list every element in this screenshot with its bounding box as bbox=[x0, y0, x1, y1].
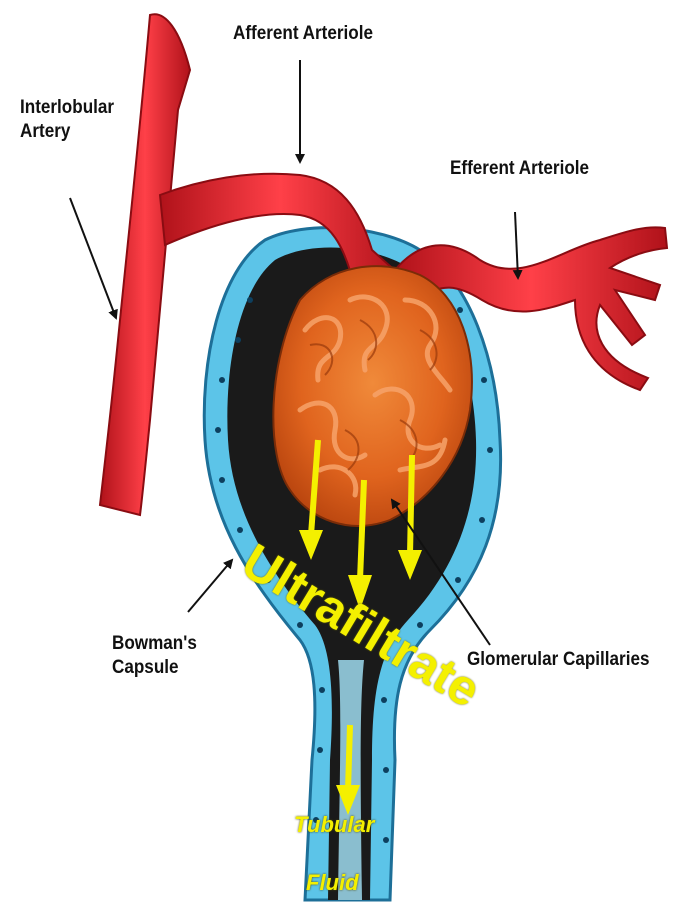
interlobular-artery-label: Interlobular Artery bbox=[20, 96, 114, 144]
interlobular-pointer bbox=[70, 198, 116, 318]
afferent-arteriole-label: Afferent Arteriole bbox=[233, 22, 373, 46]
bowmans-capsule-label: Bowman's Capsule bbox=[112, 632, 197, 680]
interlobular-artery bbox=[100, 14, 190, 515]
efferent-arteriole-label: Efferent Arteriole bbox=[450, 157, 589, 181]
bowman-pointer bbox=[188, 560, 232, 612]
tubular-label: Tubular bbox=[294, 812, 374, 838]
fluid-label: Fluid bbox=[306, 870, 359, 896]
glomerular-capillaries-label: Glomerular Capillaries bbox=[467, 648, 649, 672]
